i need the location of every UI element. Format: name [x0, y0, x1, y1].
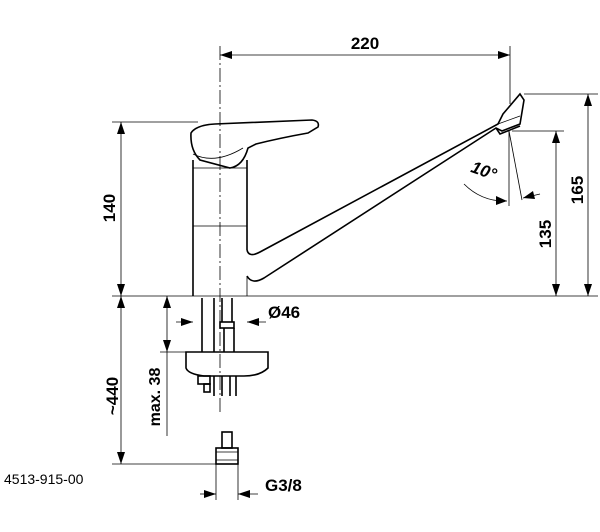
dimension-140-label: 140 — [100, 194, 119, 222]
dimension-10deg-label: 10° — [469, 158, 500, 185]
dimension-max38-label: max. 38 — [147, 368, 164, 427]
dimension-total-height — [524, 93, 598, 296]
faucet-outline — [190, 92, 525, 296]
drawing-number: 4513-915-00 — [4, 471, 84, 487]
dimension-spout-angle — [463, 130, 541, 206]
dimension-165-label: 165 — [568, 176, 587, 204]
dimension-g38-label: G3/8 — [265, 476, 302, 495]
dimension-connection-thread — [200, 464, 258, 500]
dimension-lever-height — [112, 121, 198, 296]
dimension-base-diameter — [176, 318, 266, 326]
dimension-d46-label: Ø46 — [268, 303, 300, 322]
dimension-spout-height — [512, 130, 564, 296]
mounting-parts — [185, 298, 269, 465]
dimension-max-thickness — [160, 296, 190, 436]
dimension-440-label: ~440 — [103, 377, 122, 415]
dimension-220-label: 220 — [351, 34, 379, 53]
dimension-135-label: 135 — [536, 220, 555, 248]
dimension-below-counter — [112, 296, 216, 465]
dimension-spout-reach — [220, 46, 511, 104]
